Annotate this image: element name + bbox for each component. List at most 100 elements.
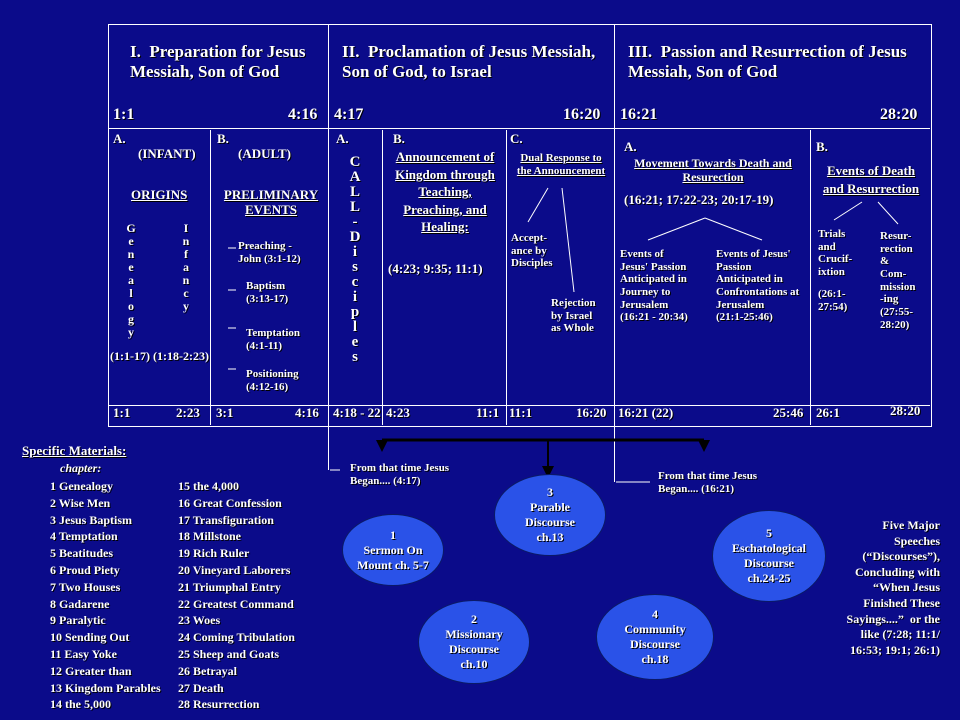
- genealogy-letter: o: [128, 299, 134, 313]
- infancy-letter: c: [183, 286, 189, 300]
- material-item: 9 Paralytic: [50, 613, 106, 628]
- discourse-5-num: 5: [766, 526, 772, 540]
- material-item: 26 Betrayal: [178, 663, 237, 678]
- material-item: 20 Vineyard Laborers: [178, 563, 291, 577]
- infancy-letter: n: [182, 234, 190, 248]
- material-item: 16 Great Confession: [178, 495, 282, 510]
- s3-trials: Trials and Crucif- ixtion: [818, 228, 853, 278]
- material-item: 22 Greatest Command: [178, 596, 294, 611]
- s2-a-label: A.: [336, 131, 349, 146]
- section1-end: 4:16: [288, 106, 318, 123]
- discourse-3-num: 3: [547, 485, 553, 499]
- divider-s2-bc: [506, 130, 507, 425]
- divider-s3-ab: [810, 130, 811, 425]
- genealogy-letter: l: [129, 286, 133, 300]
- divider-header: [108, 128, 930, 129]
- s3-movement-refs: (16:21; 17:22-23; 20:17-19): [624, 192, 774, 207]
- material-item: 13 Kingdom Parables: [50, 680, 161, 695]
- discourse-4: 4 Community Discourse ch.18: [596, 594, 714, 680]
- disciples-letter: D: [349, 229, 361, 245]
- material-item: 19 Rich Ruler: [178, 546, 250, 561]
- s3-death-resurrection: Events of Death and Resurrection: [822, 163, 920, 197]
- material-item: 21 Triumphal Entry: [178, 579, 281, 594]
- divider-s1-s2: [328, 24, 329, 470]
- section2-title: II. Proclamation of Jesus Messiah, Son o…: [342, 42, 596, 81]
- five-major-speeches-note: Five Major Speeches (“Discourses”), Conc…: [846, 518, 940, 657]
- material-item: 11 Easy Yoke: [50, 647, 117, 661]
- ref-2-23: 2:23: [176, 405, 200, 420]
- genealogy-letter: a: [128, 273, 134, 287]
- s3-events-journey: Events of Jesus' Passion Anticipated in …: [620, 248, 688, 324]
- material-item: 3 Jesus Baptism: [50, 512, 133, 527]
- material-item: 5 Beatitudes: [50, 546, 113, 561]
- ref-28-20: 28:20: [890, 403, 921, 418]
- discourse-2-label: Missionary Discourse ch.10: [445, 627, 503, 671]
- disciples-letter: e: [351, 334, 359, 350]
- section2-end: 16:20: [563, 106, 601, 123]
- s3-events-confrontations: Events of Jesus' Passion Anticipated in …: [716, 248, 800, 324]
- section3-end: 28:20: [880, 106, 918, 123]
- material-item: 1 Genealogy: [50, 479, 113, 493]
- disciples-letter: C: [349, 154, 361, 170]
- ref-26-1: 26:1: [816, 405, 840, 420]
- s2-dual-response: Dual Response to the Announcement: [516, 152, 606, 177]
- s1-origins-refs: (1:1-17) (1:18-2:23): [110, 349, 209, 363]
- s2-announcement: Announcement of Kingdom through Teaching…: [395, 149, 495, 235]
- s3-trials-ref: (26:1- 27:54): [818, 288, 848, 313]
- disciples-letter: i: [352, 289, 358, 305]
- s3-b-label: B.: [816, 139, 828, 154]
- s2-rejection: Rejection by Israel as Whole: [551, 297, 596, 335]
- material-item: 27 Death: [178, 680, 224, 695]
- material-item: 28 Resurrection: [178, 697, 260, 712]
- material-item: 23 Woes: [178, 613, 221, 628]
- s1-preaching: Preaching - John (3:1-12): [238, 240, 301, 265]
- infancy-letter: a: [183, 260, 189, 274]
- disciples-letter: A: [349, 169, 361, 185]
- material-item: 12 Greater than: [50, 663, 132, 678]
- genealogy-letter: e: [128, 260, 134, 274]
- genealogy-letter: G: [126, 221, 136, 235]
- disciples-letter: i: [352, 244, 358, 260]
- disciples-letter: L: [349, 184, 360, 200]
- section3-title: III. Passion and Resurrection of Jesus M…: [628, 42, 907, 81]
- material-item: 8 Gadarene: [50, 596, 110, 611]
- ref-4-18: 4:18 - 22: [333, 405, 381, 420]
- chart-frame: [108, 24, 932, 427]
- material-item: 18 Millstone: [178, 529, 241, 544]
- divider-s2-s3: [614, 24, 615, 482]
- material-item: 25 Sheep and Goats: [178, 647, 280, 661]
- discourse-1-label: Sermon On Mount ch. 5-7: [357, 542, 429, 572]
- material-item: 7 Two Houses: [50, 579, 121, 594]
- s1-b-label: B.: [217, 131, 229, 146]
- section1-start: 1:1: [113, 106, 135, 123]
- genealogy-letter: e: [128, 234, 134, 248]
- disciples-letter: l: [352, 319, 358, 335]
- material-item: 15 the 4,000: [178, 479, 239, 493]
- infancy-letter: n: [182, 273, 190, 287]
- material-item: 10 Sending Out: [50, 630, 130, 645]
- s3-a-label: A.: [624, 139, 637, 154]
- material-item: 24 Coming Tribulation: [178, 630, 295, 645]
- s1-a-label: A.: [113, 131, 126, 146]
- ref-16-21: 16:21 (22): [618, 405, 674, 420]
- material-item: 6 Proud Piety: [50, 563, 120, 577]
- genealogy-letter: y: [128, 325, 134, 339]
- s1-a-sub: (INFANT): [138, 146, 196, 161]
- ref-3-1: 3:1: [216, 405, 234, 420]
- infancy-letter: I: [183, 221, 189, 235]
- ref-11-1-a: 11:1: [476, 405, 500, 420]
- ref-25-46: 25:46: [773, 405, 804, 420]
- materials-title: Specific Materials:: [22, 443, 127, 458]
- s1-baptism: Baptism (3:13-17): [246, 280, 289, 305]
- material-item: 4 Temptation: [50, 529, 118, 544]
- s3-resurrection: Resur- rection & Com- mission -ing: [880, 230, 916, 306]
- discourse-3: 3 Parable Discourse ch.13: [494, 474, 606, 556]
- discourse-5: 5 Eschatological Discourse ch.24-25: [712, 510, 826, 602]
- discourse-1: 1 Sermon On Mount ch. 5-7: [342, 514, 444, 586]
- discourse-2: 2 Missionary Discourse ch.10: [418, 600, 530, 684]
- discourse-4-label: Community Discourse ch.18: [624, 622, 686, 666]
- genealogy-letter: n: [127, 247, 135, 261]
